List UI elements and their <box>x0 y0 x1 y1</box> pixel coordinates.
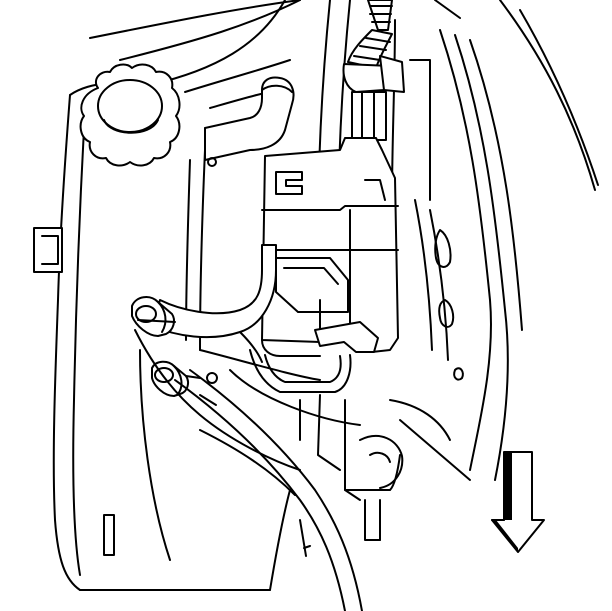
right-body-panel <box>389 29 523 481</box>
down-arrow-icon <box>491 451 545 553</box>
mounting-bracket <box>134 319 404 541</box>
electrical-connector <box>261 137 399 357</box>
lower-cable <box>174 369 363 611</box>
reservoir-cap <box>79 63 181 167</box>
body-contour-lines <box>89 0 599 191</box>
direction-arrow <box>491 451 545 553</box>
connector-latch <box>275 171 303 195</box>
lower-hose <box>151 244 277 363</box>
fill-level-mark <box>103 514 115 556</box>
wiring-harness <box>342 0 405 141</box>
mounting-tab <box>33 227 63 273</box>
reservoir-tank <box>33 83 296 591</box>
hose-fitting <box>131 157 218 397</box>
upper-hose <box>204 76 295 161</box>
